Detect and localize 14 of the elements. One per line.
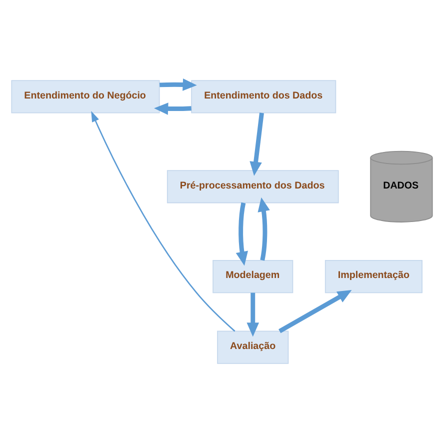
- node-box: Modelagem: [212, 260, 294, 294]
- node-box: Entendimento dos Dados: [191, 80, 336, 114]
- arrow: [154, 102, 192, 115]
- arrow: [91, 111, 236, 332]
- arrow: [258, 197, 270, 261]
- arrow: [236, 202, 248, 266]
- arrow: [278, 290, 352, 334]
- node-box: Avaliação: [217, 330, 289, 364]
- node-box: Pré-processamento dos Dados: [166, 170, 339, 204]
- arrow: [160, 78, 197, 91]
- arrow: [250, 112, 264, 176]
- node-box: Entendimento do Negócio: [11, 80, 160, 114]
- arrow: [246, 292, 260, 337]
- node-box: Implementação: [324, 260, 422, 294]
